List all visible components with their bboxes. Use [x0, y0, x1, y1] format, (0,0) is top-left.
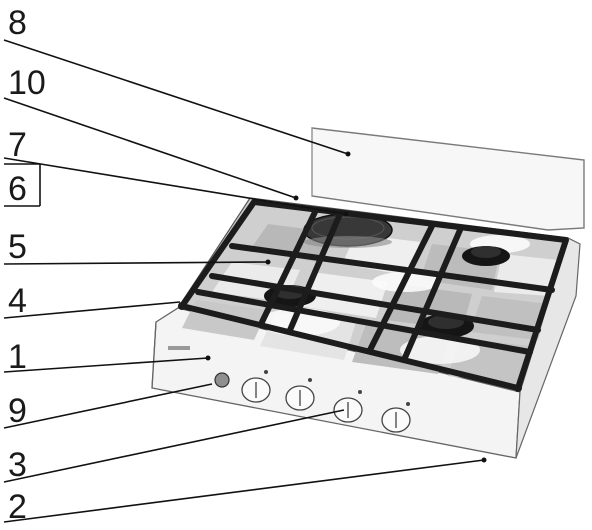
label-10: 10 — [8, 64, 46, 102]
label-3: 3 — [8, 446, 27, 484]
brand-logo-mark — [168, 346, 190, 350]
label-7: 7 — [8, 126, 27, 164]
pan-support-grate — [179, 199, 569, 391]
control-knob-4 — [381, 402, 411, 433]
ignition-button — [214, 372, 230, 388]
label-5: 5 — [8, 228, 27, 266]
label-1: 1 — [8, 338, 27, 376]
control-knob-1 — [241, 370, 271, 403]
label-4: 4 — [8, 282, 27, 320]
label-2: 2 — [8, 488, 27, 526]
label-9: 9 — [8, 392, 27, 430]
label-8: 8 — [8, 4, 27, 42]
control-knob-3 — [333, 390, 363, 423]
leader-lines — [3, 39, 485, 523]
control-knob-2 — [285, 378, 315, 411]
label-6: 6 — [8, 170, 27, 208]
gas-burner-rear-right — [462, 246, 510, 266]
